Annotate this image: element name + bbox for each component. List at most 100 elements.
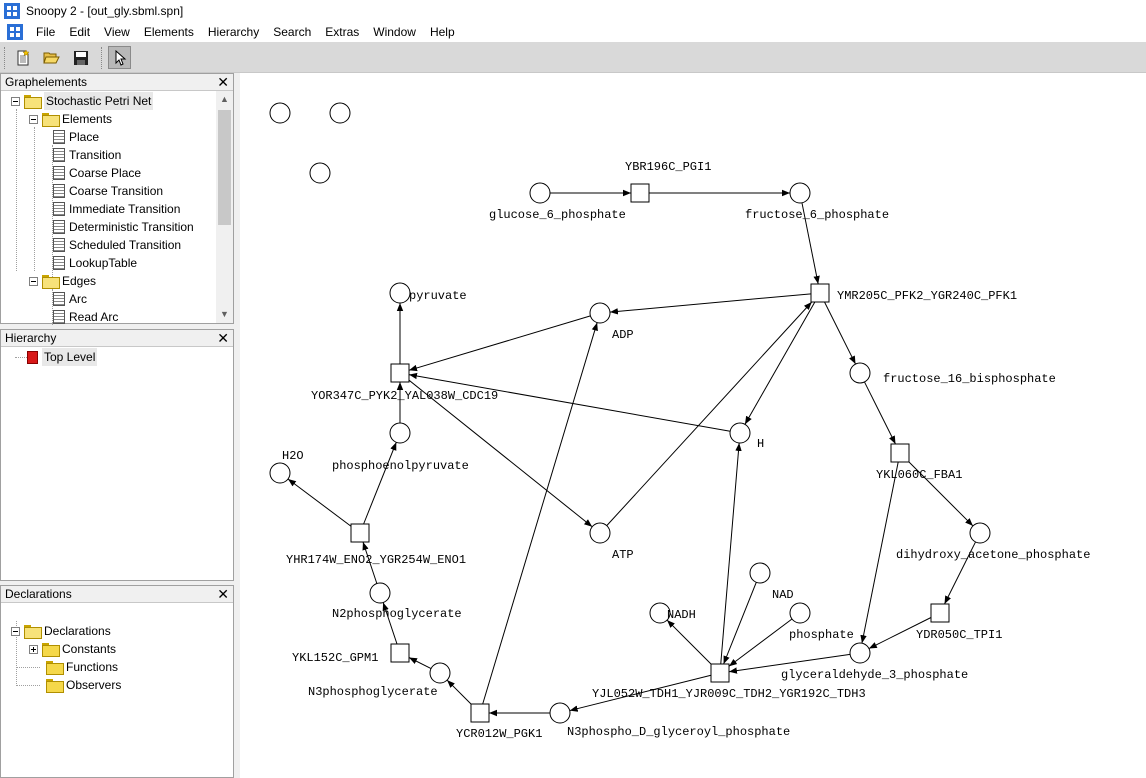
arc[interactable]	[944, 541, 976, 605]
menu-hierarchy[interactable]: Hierarchy	[207, 25, 260, 39]
open-file-button[interactable]	[40, 46, 63, 69]
place-node[interactable]	[789, 602, 811, 624]
arc[interactable]	[824, 301, 856, 365]
toolbar-grip[interactable]	[101, 46, 104, 69]
arc[interactable]	[382, 602, 398, 645]
tree-node-functions[interactable]: Functions	[42, 658, 118, 676]
arc[interactable]	[362, 541, 378, 584]
close-icon[interactable]: ✕	[217, 330, 229, 346]
menu-file[interactable]: File	[36, 25, 56, 39]
tree-item-scheduled-transition[interactable]: Scheduled Transition	[49, 236, 181, 254]
arc[interactable]	[860, 461, 899, 644]
tree-item-read-arc[interactable]: Read Arc	[49, 308, 118, 326]
transition-node[interactable]	[390, 363, 410, 383]
arc[interactable]	[446, 679, 472, 705]
tree-node-declarations[interactable]: Declarations	[11, 622, 111, 640]
tree-node-top-level[interactable]: Top Level	[23, 348, 98, 366]
collapse-toggle-icon[interactable]	[29, 114, 38, 124]
place-node[interactable]	[309, 162, 331, 184]
expand-toggle-icon[interactable]	[29, 644, 38, 654]
place-node[interactable]	[849, 362, 871, 384]
tree-item-place[interactable]: Place	[49, 128, 99, 146]
tree-item-arc[interactable]: Arc	[49, 290, 87, 308]
scroll-down-icon[interactable]: ▼	[220, 309, 229, 319]
menu-search[interactable]: Search	[273, 25, 312, 39]
arc[interactable]	[720, 442, 742, 665]
arc[interactable]	[609, 293, 812, 315]
arc[interactable]	[801, 202, 820, 285]
place-node[interactable]	[329, 102, 351, 124]
arc[interactable]	[728, 618, 793, 667]
place-node[interactable]	[389, 422, 411, 444]
menu-view[interactable]: View	[104, 25, 130, 39]
tree-node-edges[interactable]: Edges	[29, 272, 96, 290]
place-node[interactable]	[429, 662, 451, 684]
arc[interactable]	[868, 617, 932, 649]
arc[interactable]	[864, 381, 896, 445]
place-node[interactable]	[369, 582, 391, 604]
toolbar-grip[interactable]	[4, 46, 7, 69]
tree-item-coarse-transition[interactable]: Coarse Transition	[49, 182, 163, 200]
scrollbar-thumb[interactable]	[218, 110, 231, 225]
arc[interactable]	[728, 653, 851, 674]
transition-node[interactable]	[810, 283, 830, 303]
close-icon[interactable]: ✕	[217, 586, 229, 602]
collapse-toggle-icon[interactable]	[11, 626, 20, 636]
transition-node[interactable]	[470, 703, 490, 723]
tree-node-elements[interactable]: Elements	[29, 110, 112, 128]
place-node[interactable]	[729, 422, 751, 444]
place-node[interactable]	[849, 642, 871, 664]
tree-node-constants[interactable]: Constants	[29, 640, 116, 658]
menu-elements[interactable]: Elements	[143, 25, 194, 39]
collapse-toggle-icon[interactable]	[29, 276, 38, 286]
tree-item-immediate-transition[interactable]: Immediate Transition	[49, 200, 180, 218]
place-node[interactable]	[749, 562, 771, 584]
arc[interactable]	[723, 582, 757, 665]
place-node[interactable]	[389, 282, 411, 304]
arc[interactable]	[744, 301, 816, 425]
document-app-icon[interactable]	[7, 24, 23, 40]
place-node[interactable]	[269, 462, 291, 484]
place-node[interactable]	[589, 522, 611, 544]
menu-edit[interactable]: Edit	[69, 25, 91, 39]
place-node[interactable]	[529, 182, 551, 204]
tree-item-coarse-place[interactable]: Coarse Place	[49, 164, 141, 182]
select-tool-button[interactable]	[108, 46, 131, 69]
transition-node[interactable]	[710, 663, 730, 683]
arc[interactable]	[666, 619, 712, 665]
scroll-up-icon[interactable]: ▲	[220, 94, 229, 104]
transition-node[interactable]	[630, 183, 650, 203]
place-node[interactable]	[269, 102, 291, 124]
tree-item-lookup-table[interactable]: LookupTable	[49, 254, 137, 272]
place-node[interactable]	[649, 602, 671, 624]
place-node[interactable]	[589, 302, 611, 324]
menu-extras[interactable]: Extras	[325, 25, 360, 39]
menu-window[interactable]: Window	[373, 25, 416, 39]
place-node[interactable]	[549, 702, 571, 724]
arc[interactable]	[908, 461, 974, 527]
close-icon[interactable]: ✕	[217, 74, 229, 90]
arc[interactable]	[606, 301, 813, 526]
transition-node[interactable]	[930, 603, 950, 623]
place-node[interactable]	[969, 522, 991, 544]
graphelements-scrollbar[interactable]: ▲ ▼	[216, 91, 233, 323]
transition-node[interactable]	[390, 643, 410, 663]
save-file-button[interactable]	[69, 46, 92, 69]
arc[interactable]	[408, 379, 593, 528]
arc[interactable]	[408, 657, 432, 669]
tree-item-deterministic-transition[interactable]: Deterministic Transition	[49, 218, 194, 236]
collapse-toggle-icon[interactable]	[11, 96, 20, 106]
transition-node[interactable]	[350, 523, 370, 543]
tree-node-observers[interactable]: Observers	[42, 676, 121, 694]
transition-node[interactable]	[890, 443, 910, 463]
arc[interactable]	[287, 478, 352, 527]
arc[interactable]	[569, 674, 712, 712]
arc[interactable]	[363, 442, 397, 525]
menu-help[interactable]: Help	[429, 25, 455, 39]
place-node[interactable]	[789, 182, 811, 204]
arc[interactable]	[408, 372, 731, 432]
arc[interactable]	[482, 322, 598, 705]
tree-node-root[interactable]: Stochastic Petri Net	[11, 92, 154, 110]
